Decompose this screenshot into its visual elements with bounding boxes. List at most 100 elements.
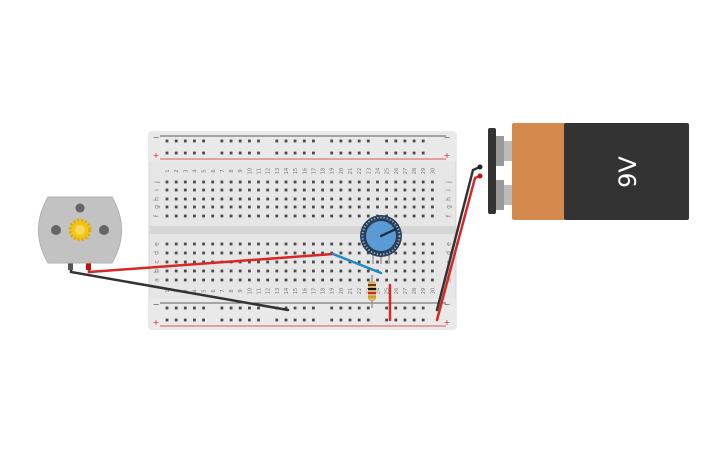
terminal-hole[interactable] [339, 197, 343, 201]
terminal-hole[interactable] [312, 180, 315, 184]
terminal-hole[interactable] [257, 242, 260, 246]
terminal-hole[interactable] [366, 260, 370, 264]
rail-hole[interactable] [366, 151, 370, 155]
terminal-hole[interactable] [174, 205, 178, 209]
rail-hole[interactable] [202, 318, 205, 322]
terminal-hole[interactable] [211, 214, 215, 218]
rail-hole[interactable] [357, 139, 361, 143]
terminal-hole[interactable] [348, 180, 352, 184]
terminal-hole[interactable] [211, 205, 215, 209]
terminal-hole[interactable] [302, 197, 306, 201]
terminal-hole[interactable] [266, 260, 270, 264]
terminal-hole[interactable] [366, 188, 370, 192]
rail-hole[interactable] [412, 139, 416, 143]
terminal-hole[interactable] [202, 251, 205, 255]
terminal-hole[interactable] [357, 197, 361, 201]
terminal-hole[interactable] [165, 197, 169, 201]
rail-hole[interactable] [284, 318, 288, 322]
rail-hole[interactable] [330, 306, 334, 310]
rail-hole[interactable] [385, 139, 388, 143]
terminal-hole[interactable] [202, 214, 205, 218]
terminal-hole[interactable] [229, 214, 233, 218]
terminal-hole[interactable] [421, 242, 425, 246]
terminal-hole[interactable] [257, 251, 260, 255]
terminal-hole[interactable] [238, 251, 242, 255]
terminal-hole[interactable] [229, 278, 233, 282]
rail-hole[interactable] [183, 151, 187, 155]
terminal-hole[interactable] [394, 180, 398, 184]
rail-hole[interactable] [257, 306, 260, 310]
terminal-hole[interactable] [421, 197, 425, 201]
terminal-hole[interactable] [412, 269, 416, 273]
terminal-hole[interactable] [348, 278, 352, 282]
rail-hole[interactable] [193, 318, 196, 322]
terminal-hole[interactable] [165, 278, 169, 282]
terminal-hole[interactable] [248, 278, 251, 282]
terminal-hole[interactable] [183, 242, 187, 246]
terminal-hole[interactable] [174, 197, 178, 201]
terminal-hole[interactable] [348, 205, 352, 209]
terminal-hole[interactable] [421, 251, 425, 255]
terminal-hole[interactable] [312, 260, 315, 264]
rail-hole[interactable] [183, 318, 187, 322]
terminal-hole[interactable] [257, 260, 260, 264]
rail-hole[interactable] [174, 306, 178, 310]
terminal-hole[interactable] [183, 251, 187, 255]
rail-hole[interactable] [165, 318, 169, 322]
battery-terminal-plus[interactable] [504, 185, 513, 205]
terminal-hole[interactable] [321, 269, 324, 273]
terminal-hole[interactable] [330, 197, 334, 201]
terminal-hole[interactable] [357, 188, 361, 192]
terminal-hole[interactable] [266, 205, 270, 209]
terminal-hole[interactable] [220, 269, 224, 273]
terminal-hole[interactable] [431, 251, 434, 255]
terminal-hole[interactable] [394, 197, 398, 201]
rail-hole[interactable] [330, 139, 334, 143]
terminal-hole[interactable] [257, 214, 260, 218]
terminal-hole[interactable] [211, 251, 215, 255]
terminal-hole[interactable] [403, 180, 407, 184]
terminal-hole[interactable] [174, 269, 178, 273]
terminal-hole[interactable] [174, 214, 178, 218]
rail-hole[interactable] [220, 306, 224, 310]
terminal-hole[interactable] [348, 197, 352, 201]
terminal-hole[interactable] [293, 214, 297, 218]
terminal-hole[interactable] [174, 188, 178, 192]
terminal-hole[interactable] [220, 251, 224, 255]
terminal-hole[interactable] [330, 205, 334, 209]
terminal-hole[interactable] [366, 278, 370, 282]
terminal-hole[interactable] [403, 260, 407, 264]
terminal-hole[interactable] [293, 242, 297, 246]
rail-hole[interactable] [238, 151, 242, 155]
terminal-hole[interactable] [174, 251, 178, 255]
terminal-hole[interactable] [403, 214, 407, 218]
rail-hole[interactable] [229, 306, 233, 310]
terminal-hole[interactable] [376, 205, 379, 209]
terminal-hole[interactable] [202, 269, 205, 273]
terminal-hole[interactable] [321, 251, 324, 255]
terminal-hole[interactable] [275, 269, 279, 273]
terminal-hole[interactable] [431, 278, 434, 282]
terminal-hole[interactable] [202, 278, 205, 282]
terminal-hole[interactable] [394, 269, 398, 273]
terminal-hole[interactable] [348, 269, 352, 273]
terminal-hole[interactable] [220, 242, 224, 246]
terminal-hole[interactable] [284, 242, 288, 246]
terminal-hole[interactable] [385, 180, 388, 184]
terminal-hole[interactable] [193, 180, 196, 184]
terminal-hole[interactable] [412, 278, 416, 282]
terminal-hole[interactable] [385, 197, 388, 201]
rail-hole[interactable] [385, 151, 388, 155]
terminal-hole[interactable] [275, 242, 279, 246]
terminal-hole[interactable] [293, 180, 297, 184]
terminal-hole[interactable] [275, 180, 279, 184]
terminal-hole[interactable] [412, 197, 416, 201]
terminal-hole[interactable] [266, 251, 270, 255]
terminal-hole[interactable] [284, 205, 288, 209]
rail-hole[interactable] [366, 306, 370, 310]
terminal-hole[interactable] [220, 188, 224, 192]
terminal-hole[interactable] [421, 205, 425, 209]
terminal-hole[interactable] [165, 269, 169, 273]
rail-hole[interactable] [248, 318, 251, 322]
